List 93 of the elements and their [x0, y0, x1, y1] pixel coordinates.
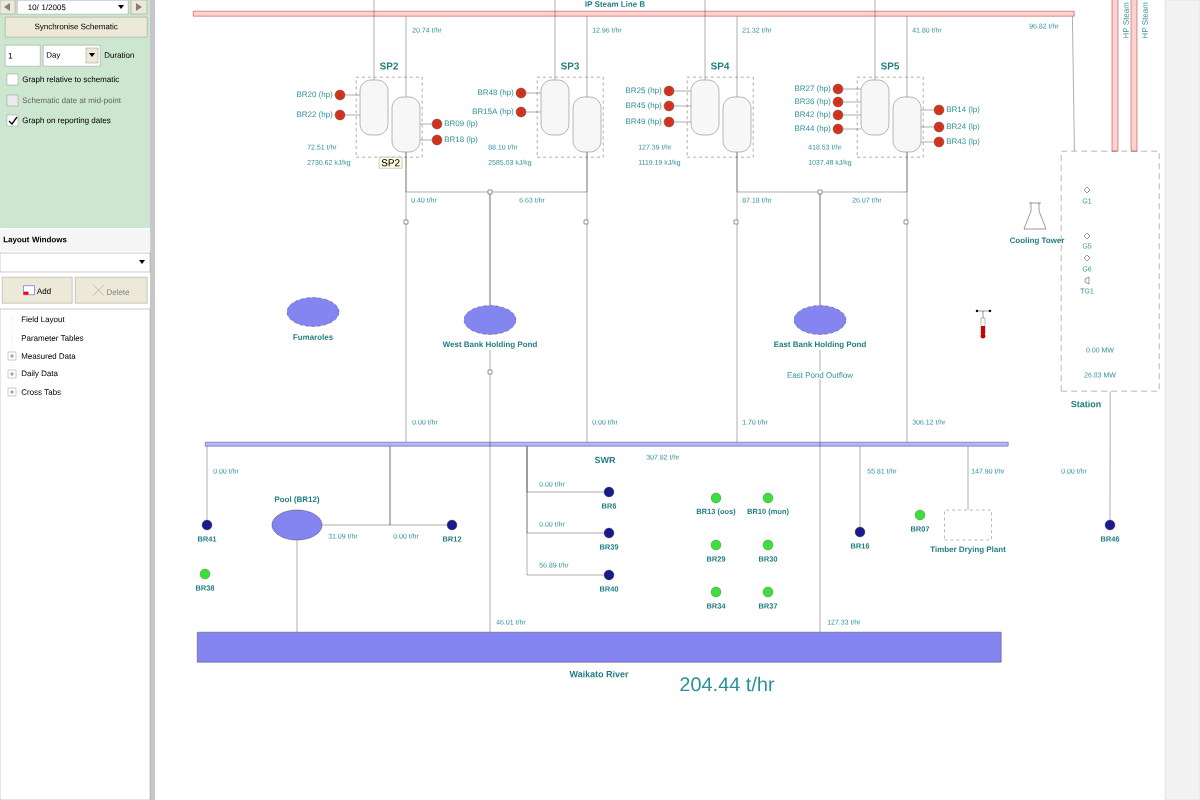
- pipe-line: [819, 349, 821, 372]
- bore-marker: [603, 569, 615, 581]
- pipe-line: [906, 16, 908, 97]
- well-marker: [663, 100, 675, 112]
- pipe-line: [405, 152, 407, 443]
- well-marker: [933, 136, 945, 148]
- pipe-line: [704, 0, 706, 80]
- pipe-line: [674, 90, 691, 92]
- channel-label: SWR: [594, 456, 616, 464]
- pipe-line: [843, 88, 861, 90]
- pipe-line: [736, 16, 738, 97]
- pipe-line: [526, 111, 541, 113]
- separator-title: SP4: [710, 62, 730, 70]
- pipe-line: [554, 0, 556, 80]
- pipe-line: [586, 16, 588, 97]
- total-flow: 204.44 t/hr: [680, 676, 775, 692]
- bore-marker: [199, 568, 211, 580]
- separator-title: SP5: [880, 62, 900, 70]
- pipe-line: [843, 128, 861, 130]
- well-marker: [832, 83, 844, 95]
- vessel: [359, 79, 389, 136]
- bore-marker: [710, 539, 722, 551]
- flask-icon: [1023, 202, 1047, 230]
- bore-marker: [1104, 519, 1116, 531]
- pipe-line: [526, 446, 604, 576]
- station-label: Station: [1071, 400, 1101, 408]
- vessel: [892, 96, 922, 153]
- well-marker: [663, 116, 675, 128]
- vessel: [860, 79, 890, 136]
- bore-marker: [762, 586, 774, 598]
- well-marker: [832, 109, 844, 121]
- well-marker: [515, 106, 527, 118]
- bore-marker: [854, 526, 866, 538]
- vessel: [690, 79, 720, 136]
- vessel: [722, 96, 752, 153]
- pipe-line: [1072, 16, 1075, 152]
- well-marker: [515, 87, 527, 99]
- bore-marker: [762, 492, 774, 504]
- well-marker: [832, 96, 844, 108]
- pipe-line: [586, 152, 588, 443]
- pipe-line: [489, 349, 491, 633]
- bore-marker: [914, 509, 926, 521]
- bore-marker: [710, 492, 722, 504]
- well-marker: [431, 118, 443, 130]
- vessel: [391, 96, 421, 153]
- pipe-line: [420, 139, 432, 141]
- plant-box: [944, 509, 992, 541]
- pipe-line: [843, 114, 861, 116]
- pipe-line: [389, 446, 447, 526]
- bore-marker: [603, 486, 615, 498]
- well-marker: [933, 121, 945, 133]
- pool-ellipse: [271, 509, 323, 541]
- pond-ellipse: [793, 305, 847, 335]
- bore-marker: [710, 586, 722, 598]
- pipe-line: [859, 446, 861, 527]
- pond-ellipse: [286, 297, 340, 327]
- pipe-line: [420, 123, 432, 125]
- separator-title: SP3: [560, 62, 580, 70]
- pipe-line: [843, 101, 861, 103]
- pipe-line: [345, 114, 360, 116]
- pipe-line: [1109, 391, 1111, 520]
- pipe-line: [674, 121, 691, 123]
- pipe-line: [206, 446, 208, 520]
- pipe-line: [296, 540, 298, 633]
- pipe-line: [967, 446, 969, 510]
- well-marker: [334, 109, 346, 121]
- pipe-line: [526, 92, 541, 94]
- separator-title: SP2: [379, 62, 398, 70]
- pipe-line: [874, 0, 876, 80]
- vessel: [572, 96, 602, 153]
- well-marker: [431, 134, 443, 146]
- pipe-line: [405, 16, 407, 97]
- tooltip: SP2: [379, 157, 403, 169]
- pipe-line: [736, 152, 738, 443]
- pipe-line: [921, 141, 934, 143]
- pond-ellipse: [463, 305, 517, 335]
- river-label: Waikato River: [569, 670, 629, 678]
- pipe-line: [921, 126, 934, 128]
- pipe-line: [921, 109, 934, 111]
- well-marker: [933, 104, 945, 116]
- well-marker: [663, 85, 675, 97]
- bore-marker: [201, 519, 213, 531]
- pipe-line: [373, 0, 375, 80]
- bore-marker: [603, 527, 615, 539]
- vessel: [540, 79, 570, 136]
- bore-marker: [762, 539, 774, 551]
- well-marker: [832, 123, 844, 135]
- pipe-line: [674, 105, 691, 107]
- pipe-line: [906, 152, 908, 443]
- pipe-line: [345, 94, 360, 96]
- bore-marker: [446, 519, 458, 531]
- well-marker: [334, 89, 346, 101]
- pipe-line: [819, 378, 821, 633]
